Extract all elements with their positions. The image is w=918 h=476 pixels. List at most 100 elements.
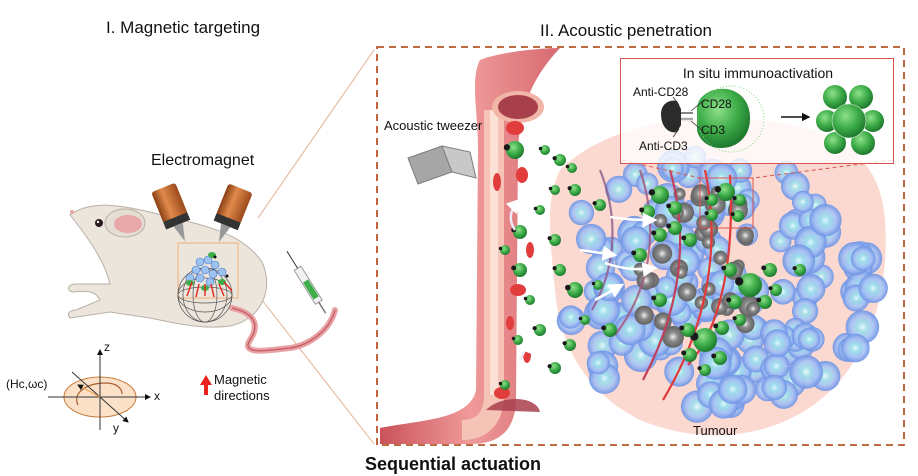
t-cell (554, 154, 566, 166)
tumour-cell (841, 333, 870, 363)
penetration-arrows (505, 198, 658, 361)
magnetic-nanoparticle (704, 196, 709, 201)
magnetic-nanoparticle (591, 281, 596, 286)
tumour-cell (797, 327, 821, 351)
activated-t-cell-cluster (816, 85, 884, 155)
magnetic-nanoparticle (704, 211, 709, 216)
t-cell (593, 280, 603, 290)
axis-y-label: y (113, 421, 119, 435)
magnetic-nanoparticle (532, 326, 537, 331)
magnetic-nanoparticle (511, 336, 516, 341)
t-cell (668, 221, 682, 235)
panel-title-magnetic-targeting: I. Magnetic targeting (106, 18, 261, 37)
legend-line-2: directions (214, 388, 270, 403)
tumour-cell (792, 298, 819, 325)
dead-tumour-cell (677, 282, 697, 302)
magnetic-nanoparticle (713, 323, 719, 329)
t-cell (513, 263, 527, 277)
magnetic-nanoparticle (552, 156, 557, 161)
magnetic-nanoparticle (681, 235, 687, 241)
tumour-cell (620, 226, 651, 256)
t-cell (580, 315, 590, 325)
tumour-cell (655, 276, 678, 299)
t-cell (699, 364, 711, 376)
field-arrows-mini (186, 281, 233, 298)
magnetic-nanoparticle (768, 286, 773, 291)
t-cell (734, 194, 746, 206)
tumour-cell (586, 351, 610, 375)
t-cell (770, 284, 782, 296)
tumour-cell (763, 329, 792, 358)
t-cell (683, 233, 697, 247)
sequential-actuation-caption: Sequential actuation (365, 454, 542, 474)
field-vector-label: (Hc,ωc) (6, 377, 48, 391)
magnetic-nanoparticle (511, 265, 517, 271)
t-cell-icon (697, 88, 751, 149)
panel-title-acoustic-penetration: II. Acoustic penetration (540, 21, 712, 40)
inset-title: In situ immunoactivation (682, 65, 834, 81)
dead-tumour-cell (674, 265, 688, 279)
magnetic-nanoparticle (721, 265, 727, 271)
t-cell (567, 163, 577, 173)
magnetic-nanoparticle (503, 144, 511, 151)
magnetic-nanoparticle (592, 201, 597, 206)
t-cell (534, 324, 546, 336)
dead-tumour-cell (746, 301, 760, 316)
t-cell (713, 351, 727, 365)
t-cell (732, 210, 744, 222)
magnetic-nanoparticle (651, 230, 657, 236)
magnetic-direction-arrow-icon (200, 375, 212, 395)
t-cell (567, 282, 583, 298)
t-cell (535, 205, 545, 215)
magnetic-nanoparticle (792, 266, 797, 271)
t-cell (794, 264, 806, 276)
tumour-cell (763, 353, 790, 379)
t-cell (728, 295, 742, 309)
magnetic-nanoparticle (548, 186, 553, 191)
dead-tumour-cell (713, 250, 728, 265)
magnetic-nanoparticle (679, 325, 685, 331)
t-cell (763, 263, 777, 277)
t-cell (715, 321, 729, 335)
magnetic-nanoparticle (639, 207, 645, 213)
coordinate-axes (48, 349, 151, 430)
tumour-cell (791, 190, 814, 213)
magnetic-nanoparticle (631, 250, 637, 256)
magnetic-directions-legend: Magnetic directions (214, 372, 270, 404)
magnetic-nanoparticle (533, 206, 538, 211)
magnetic-nanoparticle (498, 381, 503, 386)
t-cell (550, 185, 560, 195)
magnetic-nanoparticle (565, 284, 571, 291)
electromagnet-right (213, 184, 252, 243)
t-cell (693, 328, 717, 352)
t-cell (653, 293, 667, 307)
magnetic-nanoparticle (498, 246, 503, 251)
acoustic-tweezer-device (407, 145, 477, 185)
syringe-icon (286, 251, 327, 314)
electromagnet-label: Electromagnet (151, 152, 255, 169)
magnetic-nanoparticle (562, 341, 567, 346)
t-cell (549, 362, 561, 374)
magnetic-nanoparticle (538, 146, 543, 151)
target-region-box (177, 242, 239, 299)
t-cell (723, 263, 737, 277)
t-cell (668, 201, 682, 215)
dead-tumour-cell (634, 305, 654, 325)
cd3-label: CD3 (701, 123, 726, 137)
anti-cd28-label: Anti-CD28 (633, 85, 689, 99)
t-cell (758, 295, 772, 309)
magnetic-nanoparticle (648, 189, 656, 196)
dead-tumour-cell (701, 235, 716, 249)
tumour-cell (568, 199, 595, 226)
legend-line-1: Magnetic (214, 372, 267, 387)
magnetic-nanoparticle (726, 297, 732, 303)
t-cell (734, 314, 746, 326)
t-cell (513, 335, 523, 345)
tumour-cell (717, 374, 748, 404)
tumour-cell (559, 305, 583, 329)
magnetic-nanoparticle (547, 364, 552, 369)
tumour-cell (809, 204, 842, 237)
t-cell (706, 209, 718, 221)
dead-tumour-cell (662, 326, 684, 348)
tumour-label: Tumour (693, 423, 738, 438)
